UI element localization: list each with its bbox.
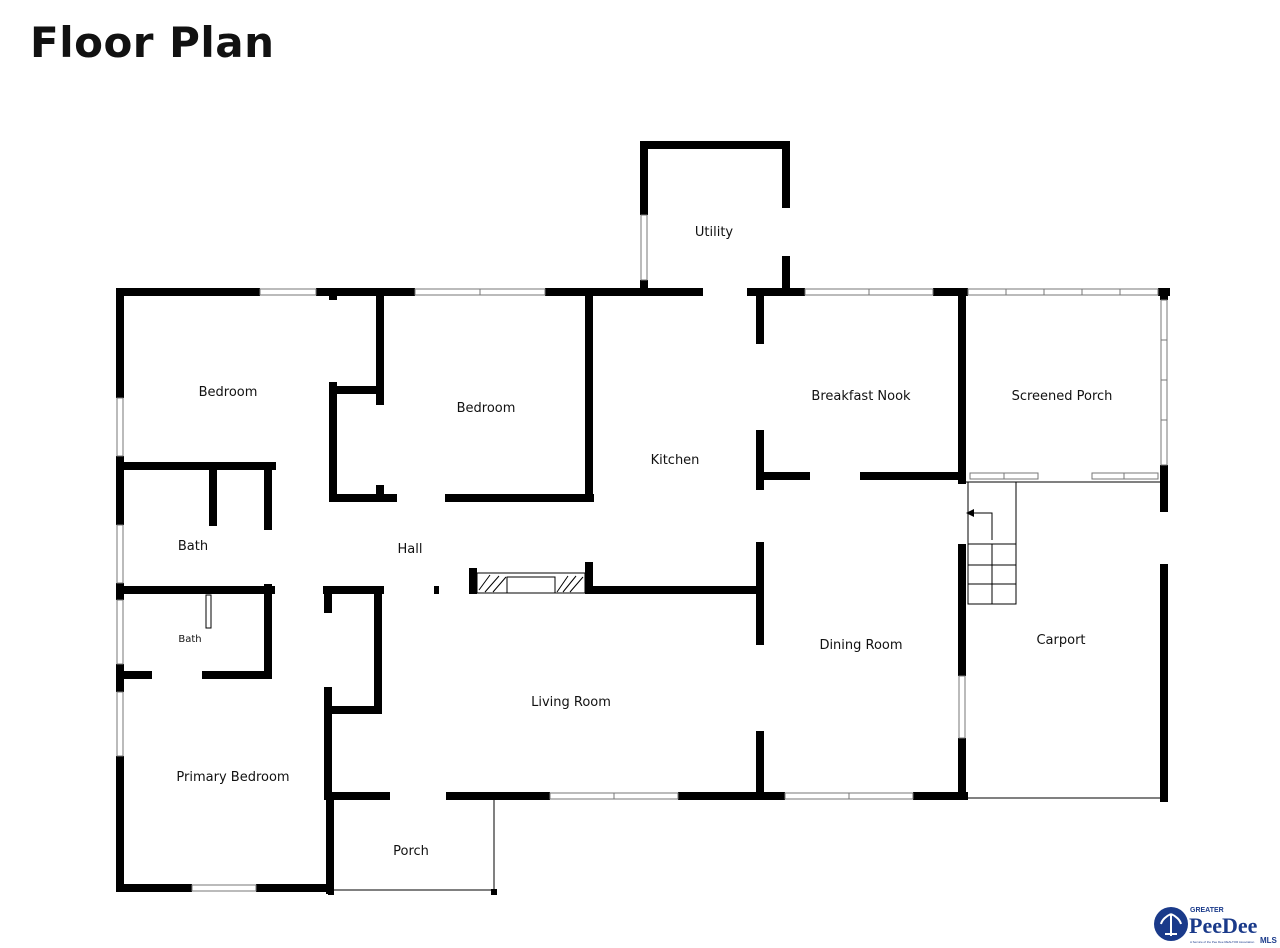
room-label-kitchen: Kitchen [651, 453, 700, 468]
stair-arrow-icon [966, 509, 974, 517]
logo-greater: GREATER [1190, 907, 1224, 914]
room-label-bedroom-2: Bedroom [457, 401, 516, 416]
logo-brand: PeeDee [1189, 913, 1258, 938]
room-labels: Utility Bedroom Bedroom Kitchen Breakfas… [176, 225, 1112, 859]
room-label-dining-room: Dining Room [819, 638, 902, 653]
porch-post [491, 889, 497, 895]
room-label-bath-2: Bath [178, 634, 201, 645]
room-label-utility: Utility [695, 225, 734, 240]
room-label-bedroom-1: Bedroom [199, 385, 258, 400]
openings [115, 208, 1169, 893]
fireplace [476, 572, 586, 594]
room-label-hall: Hall [398, 542, 423, 557]
thin-walls [334, 481, 1160, 891]
room-label-primary-bedroom: Primary Bedroom [176, 770, 289, 785]
room-label-breakfast-nook: Breakfast Nook [811, 389, 911, 404]
room-label-porch: Porch [393, 844, 429, 859]
logo-tagline: A Service of the Pee Dee REALTOR Associa… [1190, 940, 1255, 944]
room-label-living-room: Living Room [531, 695, 611, 710]
window-frames [116, 214, 1168, 892]
page-title: Floor Plan [30, 18, 275, 67]
logo-suffix: MLS [1260, 936, 1278, 945]
bath-fixture [205, 594, 212, 629]
greater-peedee-mls-logo: GREATER PeeDee MLS A Service of the Pee … [1154, 907, 1278, 945]
room-label-bath-1: Bath [178, 539, 208, 554]
porch-post [328, 889, 334, 895]
room-label-carport: Carport [1036, 633, 1085, 648]
room-label-screened-porch: Screened Porch [1012, 389, 1113, 404]
